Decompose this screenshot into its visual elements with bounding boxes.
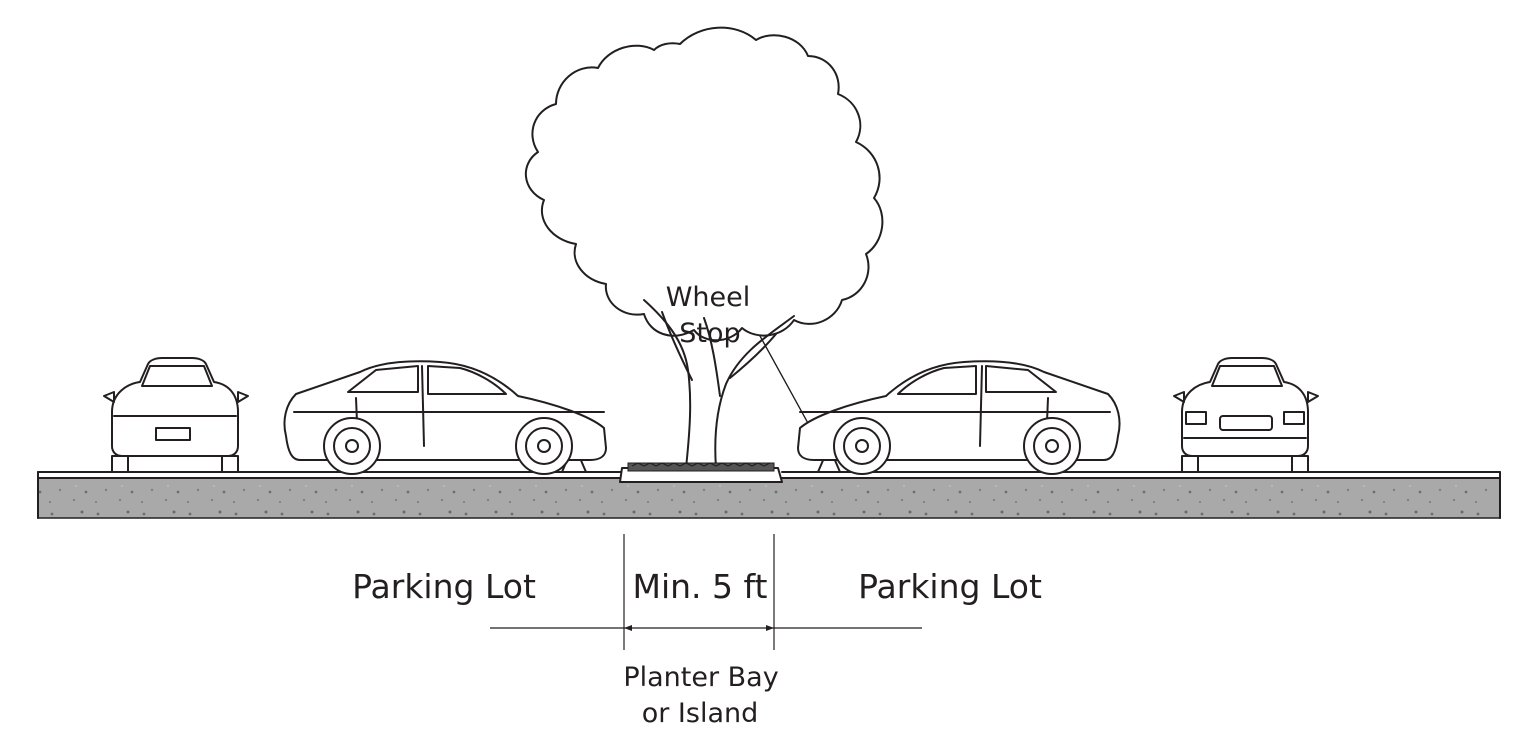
- pavement-slab: [37, 477, 1501, 519]
- pavement: [37, 471, 1501, 519]
- arrow-left: [624, 625, 632, 631]
- planter-label-line2: or Island: [642, 698, 759, 729]
- wheel-stop-label-line2: Stop: [679, 318, 740, 349]
- wheel-stop-label-line1: Wheel: [666, 282, 751, 313]
- parking-lot-left-label: Parking Lot: [352, 567, 536, 606]
- parking-lot-right-label: Parking Lot: [858, 567, 1042, 606]
- planter-bay: [619, 462, 783, 483]
- car-side-left: [283, 360, 607, 475]
- dimension-label: Min. 5 ft: [633, 567, 768, 606]
- planter-label-line1: Planter Bay: [623, 662, 778, 693]
- car-front-right: [1173, 357, 1319, 473]
- tree-canopy: [524, 26, 884, 342]
- car-rear-left: [103, 357, 249, 473]
- dimension-lines: [490, 534, 922, 650]
- car-side-right: [797, 360, 1121, 475]
- tree: [524, 26, 884, 469]
- arrow-right: [766, 625, 774, 631]
